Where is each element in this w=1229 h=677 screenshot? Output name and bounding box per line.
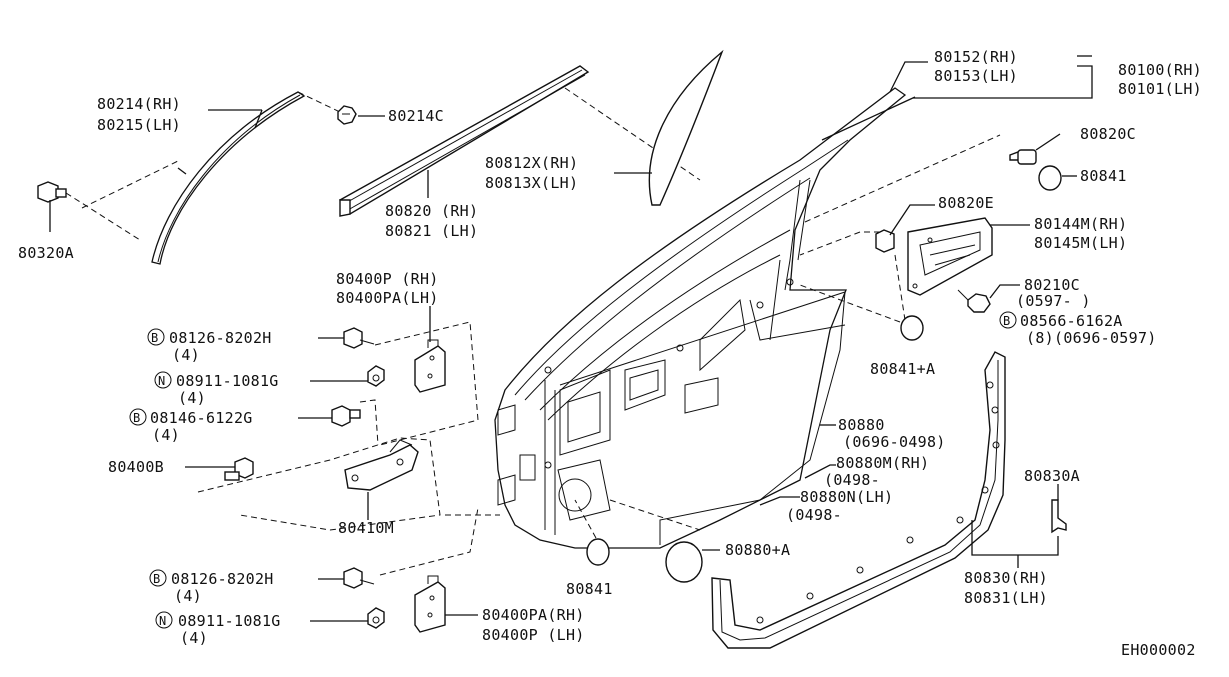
label-08911-top: 08911-1081G <box>176 372 279 390</box>
label-80153: 80153(LH) <box>934 67 1018 85</box>
nut-mark-n-08911-top: N <box>158 374 166 388</box>
label-80144m: 80144M(RH) <box>1034 215 1127 233</box>
label-80400pa: 80400PA(LH) <box>336 289 439 307</box>
label-80210c: 80210C <box>1024 276 1080 294</box>
middle-hinge-80410m <box>344 439 419 491</box>
nut-08911-top <box>367 365 385 387</box>
label-08126-bottom-qty: (4) <box>174 587 202 605</box>
glass-run-80812x <box>648 49 724 206</box>
label-08126-top-qty: (4) <box>172 346 200 364</box>
label-80813x: 80813X(LH) <box>485 174 578 192</box>
diagram-id: EH000002 <box>1121 641 1196 659</box>
label-08126-top: 08126-8202H <box>169 329 272 347</box>
label-80400p-lh: 80400P (LH) <box>482 626 585 644</box>
label-80880m-range: (0498- <box>824 471 880 489</box>
lower-hinge-80400pa <box>414 575 446 633</box>
label-80880m: 80880M(RH) <box>836 454 929 472</box>
bolt-mark-b-08146: B <box>133 411 141 425</box>
label-80820e: 80820E <box>938 194 994 212</box>
nut-mark-n-08911-bottom: N <box>159 614 167 628</box>
door-shell-80100 <box>494 87 907 549</box>
label-80410m: 80410M <box>338 519 394 537</box>
label-80880: 80880 <box>838 416 885 434</box>
nut-08911-bottom <box>367 607 385 629</box>
clip-80830a <box>1051 499 1067 534</box>
label-80831: 80831(LH) <box>964 589 1048 607</box>
label-08911-bottom-qty: (4) <box>180 629 208 647</box>
screw-80320a <box>37 181 67 203</box>
label-08146: 08146-6122G <box>150 409 253 427</box>
clip-80820c <box>1009 149 1037 165</box>
label-80821: 80821 (LH) <box>385 222 478 240</box>
label-08146-qty: (4) <box>152 426 180 444</box>
label-08126-bottom: 08126-8202H <box>171 570 274 588</box>
clip-80820e <box>875 229 895 253</box>
weatherstrip-80820 <box>338 65 590 217</box>
bolt-08146 <box>331 405 361 427</box>
label-80400b: 80400B <box>108 458 164 476</box>
label-80820: 80820 (RH) <box>385 202 478 220</box>
plug-80841-top <box>1038 165 1062 191</box>
label-80830a: 80830A <box>1024 467 1080 485</box>
label-80880-range: (0696-0498) <box>843 433 946 451</box>
label-80841a: 80841+A <box>870 360 935 378</box>
labels: 80214(RH) 80215(LH) 80214C 80320A 80820 … <box>18 48 1202 659</box>
bolt-mark-b-08566: B <box>1003 314 1011 328</box>
label-80214c: 80214C <box>388 107 444 125</box>
bolt-mark-b-08126-top: B <box>151 331 159 345</box>
upper-hinge-80400p <box>414 339 446 393</box>
label-80830: 80830(RH) <box>964 569 1048 587</box>
label-80400p: 80400P (RH) <box>336 270 439 288</box>
bolt-80210c <box>957 289 991 313</box>
weatherstrip-80830 <box>711 351 1006 649</box>
label-80152: 80152(RH) <box>934 48 1018 66</box>
bolt-08126-top <box>343 327 375 349</box>
bolt-mark-b-08126-bottom: B <box>153 572 161 586</box>
label-80841-top: 80841 <box>1080 167 1127 185</box>
label-80400pa-rh: 80400PA(RH) <box>482 606 585 624</box>
label-08566-qty: (8)(0696-0597) <box>1026 329 1157 347</box>
clip-80214c <box>337 105 357 125</box>
roof-drip-molding <box>151 91 306 265</box>
bolt-08126-bottom <box>343 567 375 589</box>
plug-80880a <box>665 541 703 583</box>
label-80880a: 80880+A <box>725 541 790 559</box>
sealing-screen-80880 <box>559 291 846 545</box>
label-80841-bottom: 80841 <box>566 580 613 598</box>
label-80820c: 80820C <box>1080 125 1136 143</box>
label-80812x: 80812X(RH) <box>485 154 578 172</box>
bolt-80400b <box>224 457 254 481</box>
plug-80841-bottom <box>586 538 610 566</box>
label-80100: 80100(RH) <box>1118 61 1202 79</box>
label-08911-top-qty: (4) <box>178 389 206 407</box>
plug-80841a <box>900 315 924 341</box>
label-08911-bottom: 08911-1081G <box>178 612 281 630</box>
label-80215: 80215(LH) <box>97 116 181 134</box>
label-08566: 08566-6162A <box>1020 312 1123 330</box>
label-80101: 80101(LH) <box>1118 80 1202 98</box>
bracket-80144m <box>907 217 993 296</box>
label-80145m: 80145M(LH) <box>1034 234 1127 252</box>
label-80320a: 80320A <box>18 244 74 262</box>
label-80880n-range: (0498- <box>786 506 842 524</box>
label-80210c-range: (0597- ) <box>1016 292 1091 310</box>
label-80880n: 80880N(LH) <box>800 488 893 506</box>
label-80214: 80214(RH) <box>97 95 181 113</box>
